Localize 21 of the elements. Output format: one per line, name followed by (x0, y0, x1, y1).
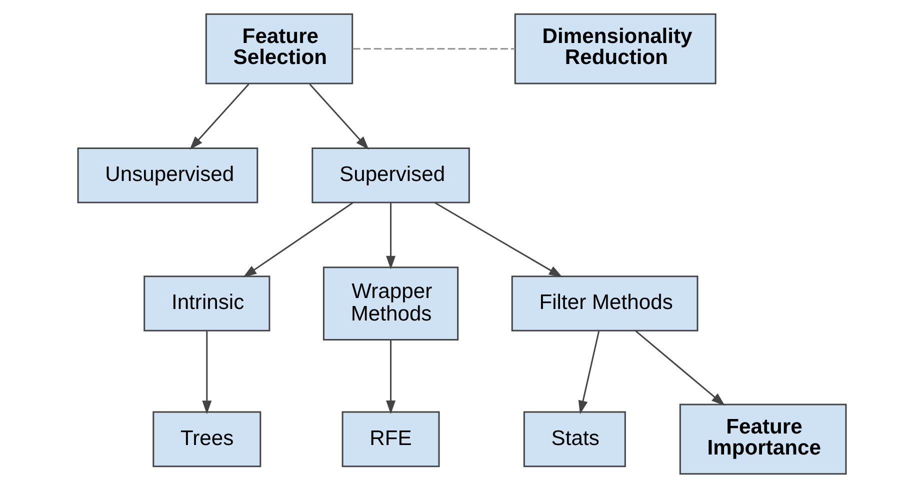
arrow (386, 202, 396, 270)
arrow (386, 340, 396, 414)
node-box: Supervised (311, 148, 470, 204)
arrow (434, 202, 562, 278)
arrow (578, 331, 600, 414)
node-box: Intrinsic (143, 276, 270, 332)
connector (352, 48, 514, 50)
node-box: Feature Importance (678, 404, 846, 475)
node-box: Feature Selection (204, 13, 353, 84)
node-box: Filter Methods (510, 276, 698, 332)
arrow (242, 202, 353, 278)
arrow (189, 84, 249, 150)
arrow (634, 330, 724, 406)
node-box: Dimensionality Reduction (514, 13, 716, 84)
node-box: Unsupervised (76, 148, 258, 204)
arrow (202, 331, 212, 414)
node-box: RFE (341, 411, 440, 468)
arrow (308, 84, 368, 150)
node-box: Trees (152, 411, 261, 468)
node-box: Wrapper Methods (322, 266, 458, 340)
node-box: Stats (522, 411, 626, 468)
